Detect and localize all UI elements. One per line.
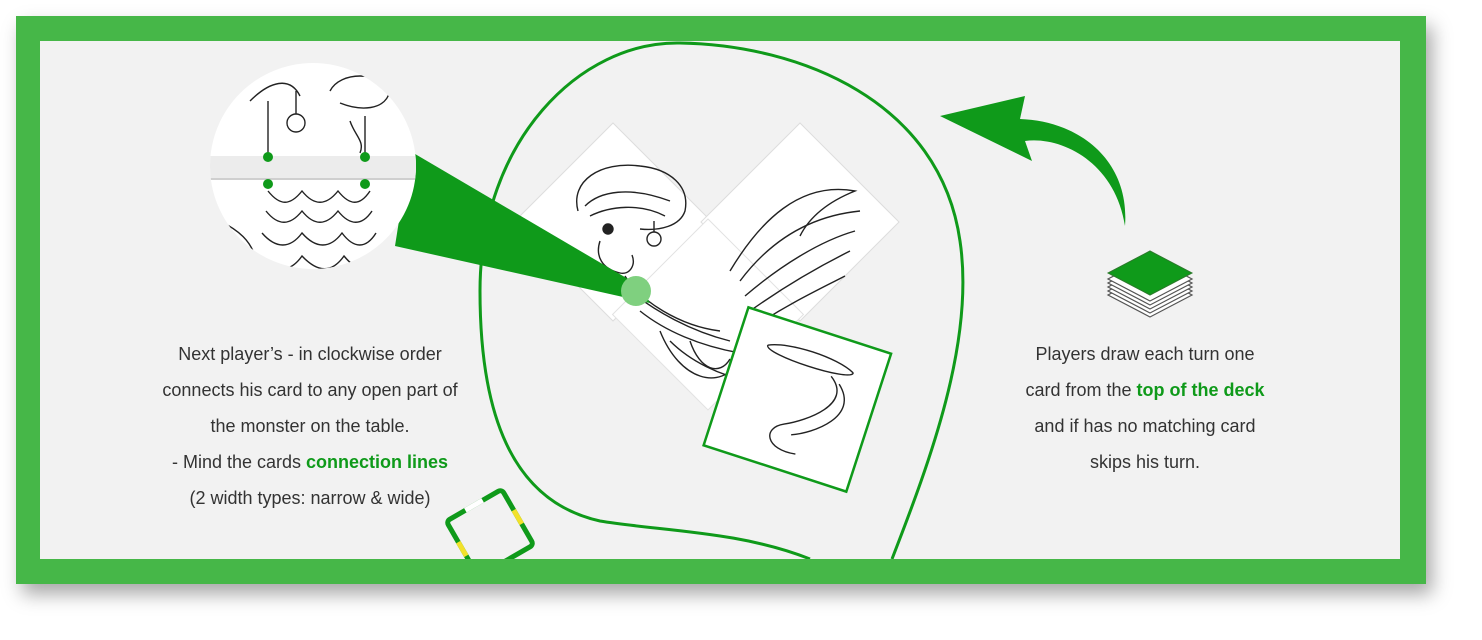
card-deck-icon bbox=[1106, 250, 1194, 318]
left-line-1: Next player’s - in clockwise order bbox=[178, 344, 442, 364]
right-line-4: skips his turn. bbox=[1089, 452, 1201, 472]
right-line-1: Players draw each turn one bbox=[1035, 344, 1255, 364]
card-outline-icon bbox=[445, 488, 535, 559]
loop-outline bbox=[478, 41, 965, 559]
magnifier-lens-icon bbox=[210, 63, 416, 269]
left-instructions: Next player’s - in clockwise order conne… bbox=[130, 336, 490, 516]
illustration bbox=[210, 41, 1194, 559]
focus-point bbox=[621, 276, 651, 306]
right-line-2: card from the top of the deck bbox=[985, 372, 1305, 408]
right-line-3: and if has no matching card bbox=[1034, 416, 1256, 436]
connection-lines-highlight: connection lines bbox=[306, 452, 449, 472]
card-highlight bbox=[702, 305, 893, 494]
left-line-3: the monster on the table. bbox=[210, 416, 410, 436]
top-of-deck-highlight: top of the deck bbox=[1136, 380, 1265, 400]
magnifier-cone bbox=[395, 151, 650, 303]
right-line-2-prefix: card from the bbox=[1025, 380, 1137, 400]
left-line-4-prefix: - Mind the cards bbox=[171, 452, 307, 472]
left-line-2: connects his card to any open part of bbox=[162, 380, 458, 400]
left-line-4: - Mind the cards connection lines bbox=[130, 444, 490, 480]
content-panel: Next player’s - in clockwise order conne… bbox=[40, 41, 1400, 559]
right-instructions: Players draw each turn one card from the… bbox=[985, 336, 1305, 480]
curved-arrow-icon bbox=[940, 96, 1126, 226]
left-line-5: (2 width types: narrow & wide) bbox=[189, 488, 431, 508]
